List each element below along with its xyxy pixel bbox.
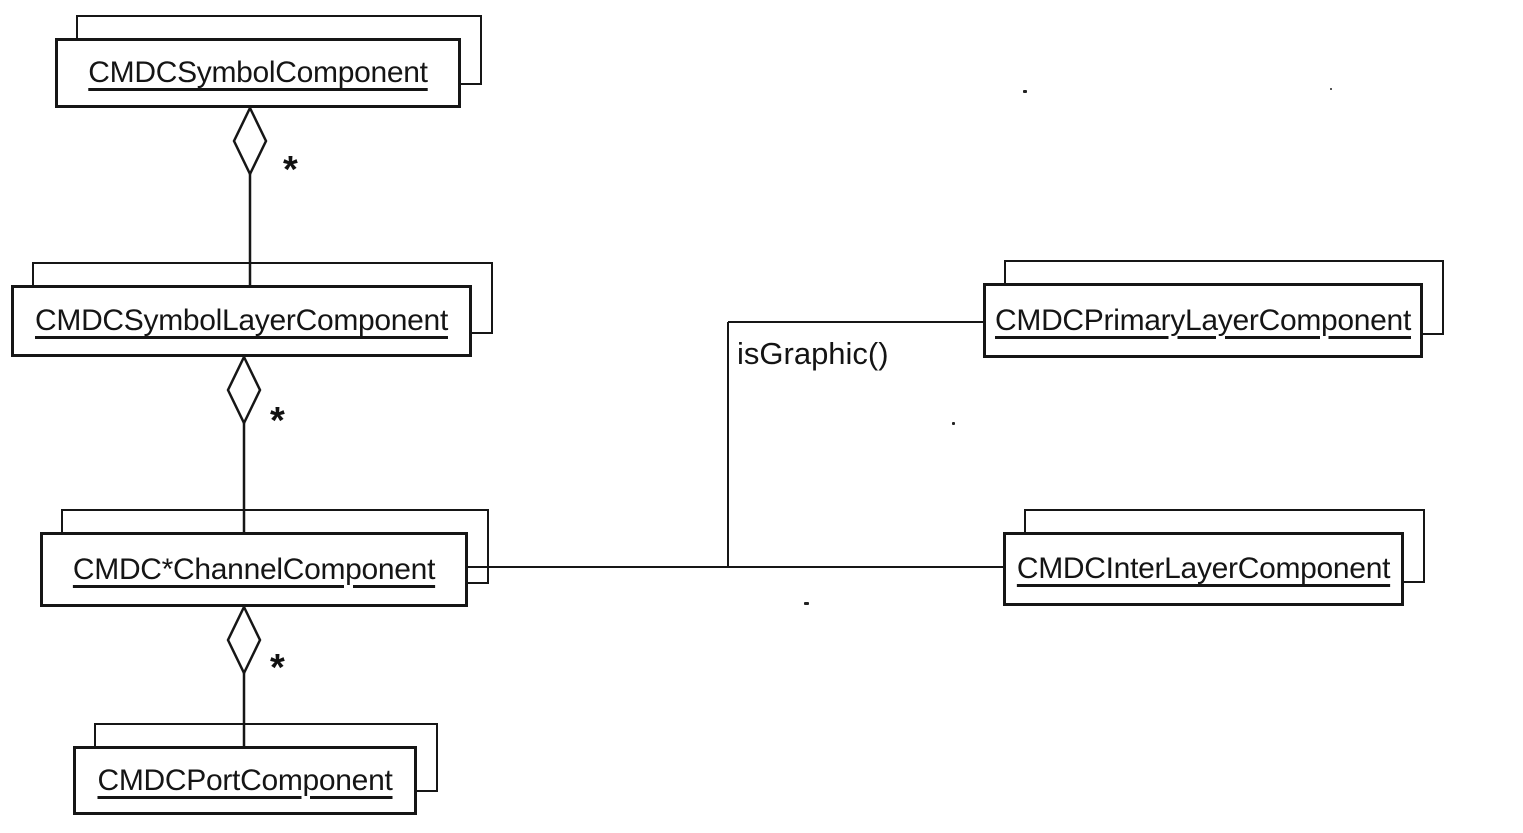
class-box: CMDCSymbolComponent bbox=[55, 38, 461, 108]
class-box: CMDCPortComponent bbox=[73, 746, 417, 815]
class-box: CMDCInterLayerComponent bbox=[1003, 532, 1404, 606]
aggregation-diamond-icon bbox=[226, 604, 262, 676]
association-label-isgraphic: isGraphic() bbox=[737, 336, 889, 371]
class-node-cmdc-symbol-layer-component: CMDCSymbolLayerComponent bbox=[11, 262, 493, 357]
scan-speck bbox=[952, 422, 955, 425]
multiplicity-star: * bbox=[270, 647, 285, 689]
multiplicity-star: * bbox=[270, 400, 285, 442]
scan-speck bbox=[1330, 88, 1332, 90]
class-node-cmdc-inter-layer-component: CMDCInterLayerComponent bbox=[1003, 509, 1425, 606]
aggregation-diamond-icon bbox=[232, 105, 268, 177]
multiplicity-star: * bbox=[283, 149, 298, 191]
class-name-label: CMDCPortComponent bbox=[97, 763, 393, 797]
class-name-label: CMDCInterLayerComponent bbox=[1016, 552, 1391, 585]
class-box: CMDC*ChannelComponent bbox=[40, 532, 468, 607]
aggregation-diamond-icon bbox=[226, 354, 262, 426]
scan-speck bbox=[1023, 90, 1027, 93]
class-box: CMDCSymbolLayerComponent bbox=[11, 285, 472, 357]
class-node-cmdc-symbol-component: CMDCSymbolComponent bbox=[55, 15, 482, 108]
class-node-cmdc-channel-component: CMDC*ChannelComponent bbox=[40, 509, 489, 607]
class-node-cmdc-primary-layer-component: CMDCPrimaryLayerComponent bbox=[983, 260, 1444, 358]
class-name-label: CMDCSymbolComponent bbox=[88, 56, 428, 89]
class-node-cmdc-port-component: CMDCPortComponent bbox=[73, 723, 438, 815]
class-name-label: CMDCPrimaryLayerComponent bbox=[995, 303, 1411, 337]
scan-speck bbox=[804, 602, 809, 605]
class-name-label: CMDCSymbolLayerComponent bbox=[35, 304, 448, 337]
class-box: CMDCPrimaryLayerComponent bbox=[983, 283, 1423, 358]
class-name-label: CMDC*ChannelComponent bbox=[72, 552, 436, 586]
